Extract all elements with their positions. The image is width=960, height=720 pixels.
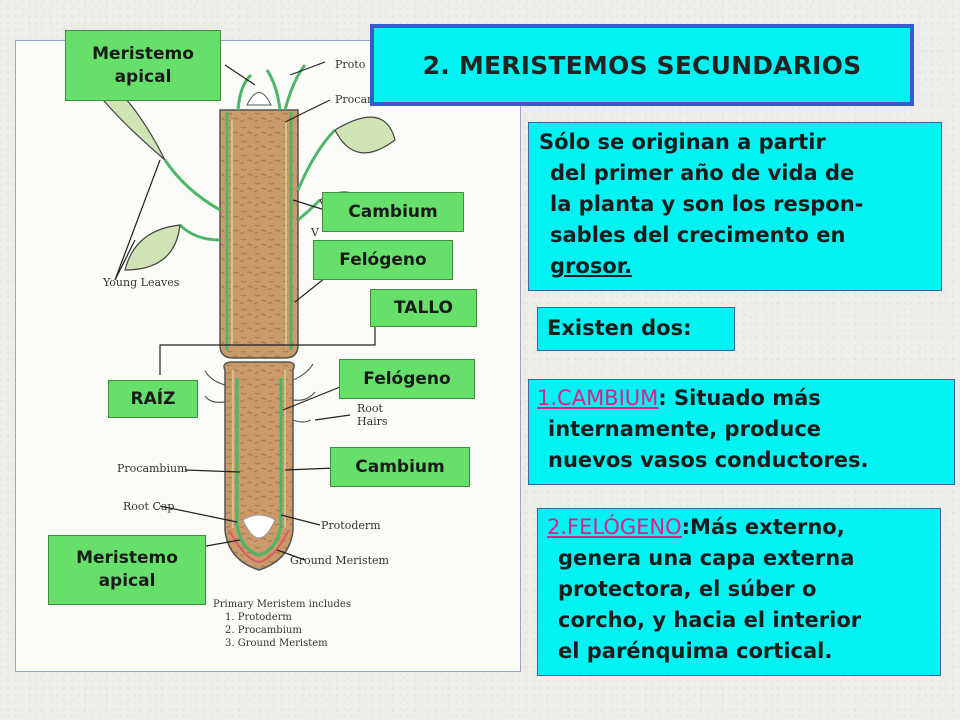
protoderm-top-text: Proto	[335, 58, 366, 71]
caption-line: 1. Protoderm	[225, 612, 292, 623]
caption-line: 3. Ground Meristem	[225, 638, 328, 649]
felogeno-box: 2.FELÓGENO:Más externo, genera una capa …	[537, 508, 941, 676]
intro-line: Sólo se originan a partir	[539, 130, 826, 154]
felogeno-line: protectora, el súber o	[558, 577, 817, 601]
protoderm-root-text: Protoderm	[321, 519, 381, 532]
root-cap-text: Root Cap	[123, 500, 174, 513]
cambium-term: 1.CAMBIUM	[537, 386, 659, 410]
label-felogeno-root: Felógeno	[339, 359, 475, 399]
intro-line: sables del crecimento en	[550, 223, 846, 247]
felogeno-line: :Más externo,	[681, 515, 845, 539]
existen-box: Existen dos:	[537, 307, 735, 351]
label-meristemo-apical-top: Meristemo apical	[65, 30, 221, 101]
label-felogeno-stem: Felógeno	[313, 240, 453, 280]
diagram-caption: Primary Meristem includes 1. Protoderm 2…	[213, 599, 351, 649]
young-leaves-text: Young Leaves	[102, 276, 180, 289]
label-cambium-stem: Cambium	[322, 192, 464, 232]
intro-last-word: grosor.	[550, 254, 633, 278]
label-tallo: TALLO	[370, 289, 477, 327]
label-meristemo-apical-bottom: Meristemo apical	[48, 535, 206, 605]
intro-line: del primer año de vida de	[550, 161, 855, 185]
intro-line: la planta y son los respon-	[550, 192, 864, 216]
caption-line: Primary Meristem includes	[213, 599, 351, 610]
intro-box: Sólo se originan a partir del primer año…	[528, 122, 942, 291]
ground-meristem-text: Ground Meristem	[290, 554, 389, 567]
label-cambium-root: Cambium	[330, 447, 470, 487]
existen-text: Existen dos:	[547, 316, 692, 340]
cambium-box: 1.CAMBIUM: Situado más internamente, pro…	[528, 379, 955, 485]
root-drawing	[204, 361, 316, 571]
label-raiz: RAÍZ	[108, 380, 198, 418]
cambium-line: internamente, produce	[548, 417, 822, 441]
felogeno-term: 2.FELÓGENO	[547, 515, 682, 539]
felogeno-line: genera una capa externa	[558, 546, 855, 570]
vascular-text: V	[310, 226, 320, 239]
root-hairs-text-1: Root	[357, 402, 384, 415]
felogeno-line: corcho, y hacia el interior	[558, 608, 862, 632]
caption-line: 2. Procambium	[225, 625, 302, 636]
slide-title: 2. MERISTEMOS SECUNDARIOS	[422, 50, 862, 80]
cambium-line: nuevos vasos conductores.	[548, 448, 869, 472]
root-hairs-text-2: Hairs	[357, 415, 388, 428]
cambium-line: : Situado más	[658, 386, 821, 410]
title-box: 2. MERISTEMOS SECUNDARIOS	[370, 24, 914, 106]
procambium-root-text: Procambium	[117, 462, 188, 475]
felogeno-line: el parénquima cortical.	[558, 639, 833, 663]
